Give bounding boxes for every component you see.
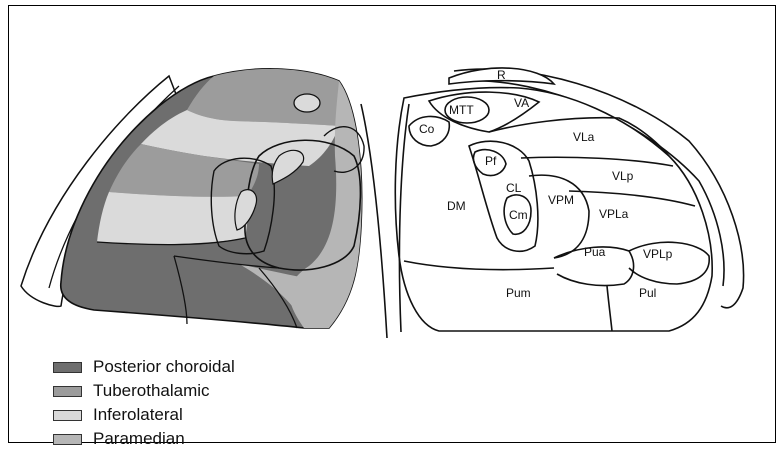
label-vpla: VPLa	[599, 207, 629, 221]
label-co: Co	[419, 122, 435, 136]
label-mtt: MTT	[449, 103, 474, 117]
legend-swatch	[53, 410, 82, 421]
legend-swatch	[53, 434, 82, 445]
label-pua: Pua	[584, 245, 606, 259]
legend-swatch	[53, 362, 82, 373]
legend-item-inferolateral: Inferolateral	[53, 403, 235, 427]
label-dm: DM	[447, 199, 466, 213]
left-midline	[361, 104, 387, 338]
legend-label: Paramedian	[93, 429, 185, 449]
label-pum: Pum	[506, 286, 531, 300]
label-cm: Cm	[509, 208, 528, 222]
legend-item-tuberothalamic: Tuberothalamic	[53, 379, 235, 403]
label-vpm: VPM	[548, 193, 574, 207]
label-pul: Pul	[639, 286, 656, 300]
legend-swatch	[53, 386, 82, 397]
label-cl: CL	[506, 181, 522, 195]
left-oval-island	[294, 94, 320, 112]
legend: Posterior choroidal Tuberothalamic Infer…	[53, 355, 235, 451]
legend-label: Inferolateral	[93, 405, 183, 425]
label-pf: Pf	[485, 154, 497, 168]
label-va: VA	[514, 96, 529, 110]
territory-inferolateral-main	[97, 192, 248, 244]
right-outer-outline	[395, 88, 712, 331]
legend-label: Posterior choroidal	[93, 357, 235, 377]
left-hemisphere	[21, 69, 387, 338]
label-vla: VLa	[573, 130, 595, 144]
legend-item-paramedian: Paramedian	[53, 427, 235, 451]
label-r: R	[497, 68, 506, 82]
legend-item-posterior-choroidal: Posterior choroidal	[53, 355, 235, 379]
label-vplp: VPLp	[643, 247, 673, 261]
legend-label: Tuberothalamic	[93, 381, 210, 401]
label-vlp: VLp	[612, 169, 634, 183]
figure-frame: R VA MTT Co VLa Pf VLp CL DM VPM Cm VPLa…	[8, 5, 776, 443]
